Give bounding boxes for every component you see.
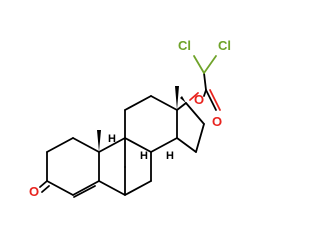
c10-methyl-wedge <box>97 130 101 152</box>
h-label: H <box>108 133 116 145</box>
ester-oxygen-label: O <box>194 92 204 107</box>
carbonyl-oxygen-label: O <box>29 184 39 199</box>
bond <box>98 180 126 196</box>
bond <box>124 180 152 196</box>
bond <box>176 137 197 153</box>
bond <box>203 72 207 91</box>
ring-d <box>176 102 205 153</box>
ring-c <box>124 95 178 153</box>
steroid-structure-diagram: H H H O O O Cl Cl <box>29 38 231 199</box>
bond <box>185 102 205 125</box>
bond <box>124 95 152 111</box>
carboxyl-oxygen-label: O <box>212 114 222 129</box>
bond <box>98 137 126 153</box>
bond <box>195 123 205 153</box>
bond <box>72 137 100 153</box>
chlorine-left-label: Cl <box>178 38 191 53</box>
chlorine-right-label: Cl <box>218 38 231 53</box>
carbonyl-double-bond <box>209 89 221 111</box>
ester-wedge <box>180 96 186 103</box>
bond <box>205 89 217 111</box>
bond <box>46 137 74 153</box>
carbonyl-bond <box>41 185 50 193</box>
c-cl-bond <box>203 55 217 74</box>
dichloroacetate-ester <box>180 55 221 111</box>
ring-a <box>39 137 100 198</box>
ester-o-bond <box>189 92 199 101</box>
bond <box>124 137 152 153</box>
bond <box>176 102 187 111</box>
c13-methyl-wedge <box>175 86 179 110</box>
bond <box>150 95 178 111</box>
carbonyl-bond <box>39 180 48 188</box>
h-label: H <box>166 150 174 162</box>
bond <box>72 180 100 196</box>
h-label: H <box>140 150 148 162</box>
double-bond-c4-c5 <box>73 185 96 198</box>
bond <box>46 180 74 196</box>
c-cl-bond <box>193 55 205 74</box>
ring-b-lower <box>124 151 152 196</box>
ring-b <box>98 137 126 196</box>
bond <box>150 137 178 153</box>
